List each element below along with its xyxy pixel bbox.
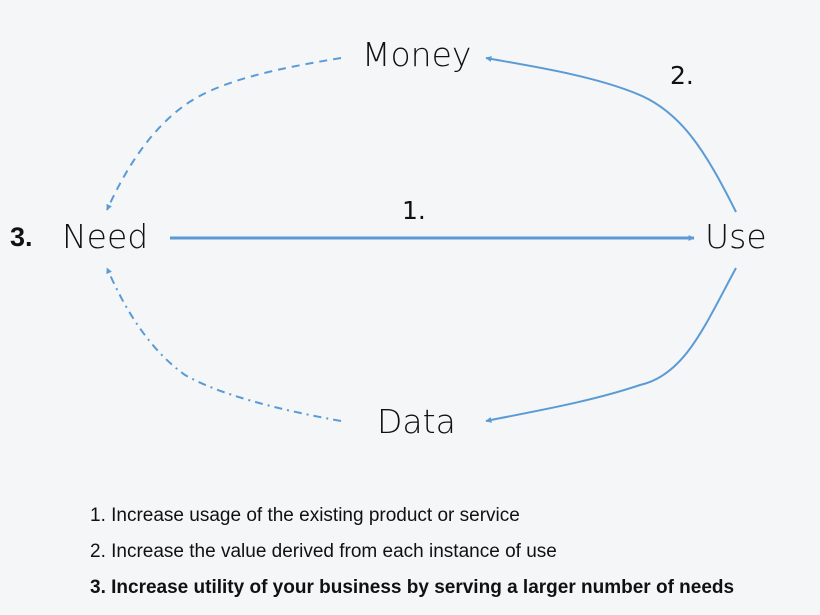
node-use: Use	[705, 217, 767, 256]
node-data: Data	[377, 402, 456, 441]
node-need: Need	[62, 217, 149, 256]
legend-item-2: 2. Increase the value derived from each …	[90, 541, 557, 562]
edge-label-1: 1.	[402, 196, 426, 225]
edge-use-to-money	[485, 56, 737, 213]
legend: 1. Increase usage of the existing produc…	[90, 503, 734, 611]
edge-money-to-need	[106, 57, 342, 211]
need-number-label: 3.	[10, 222, 33, 252]
edge-label-2: 2.	[670, 61, 694, 90]
edge-use-to-data	[485, 267, 737, 423]
legend-item-1: 1. Increase usage of the existing produc…	[90, 505, 520, 526]
edge-data-to-need	[106, 267, 342, 422]
legend-item-3: 3. Increase utility of your business by …	[90, 577, 735, 598]
node-money: Money	[362, 35, 472, 74]
